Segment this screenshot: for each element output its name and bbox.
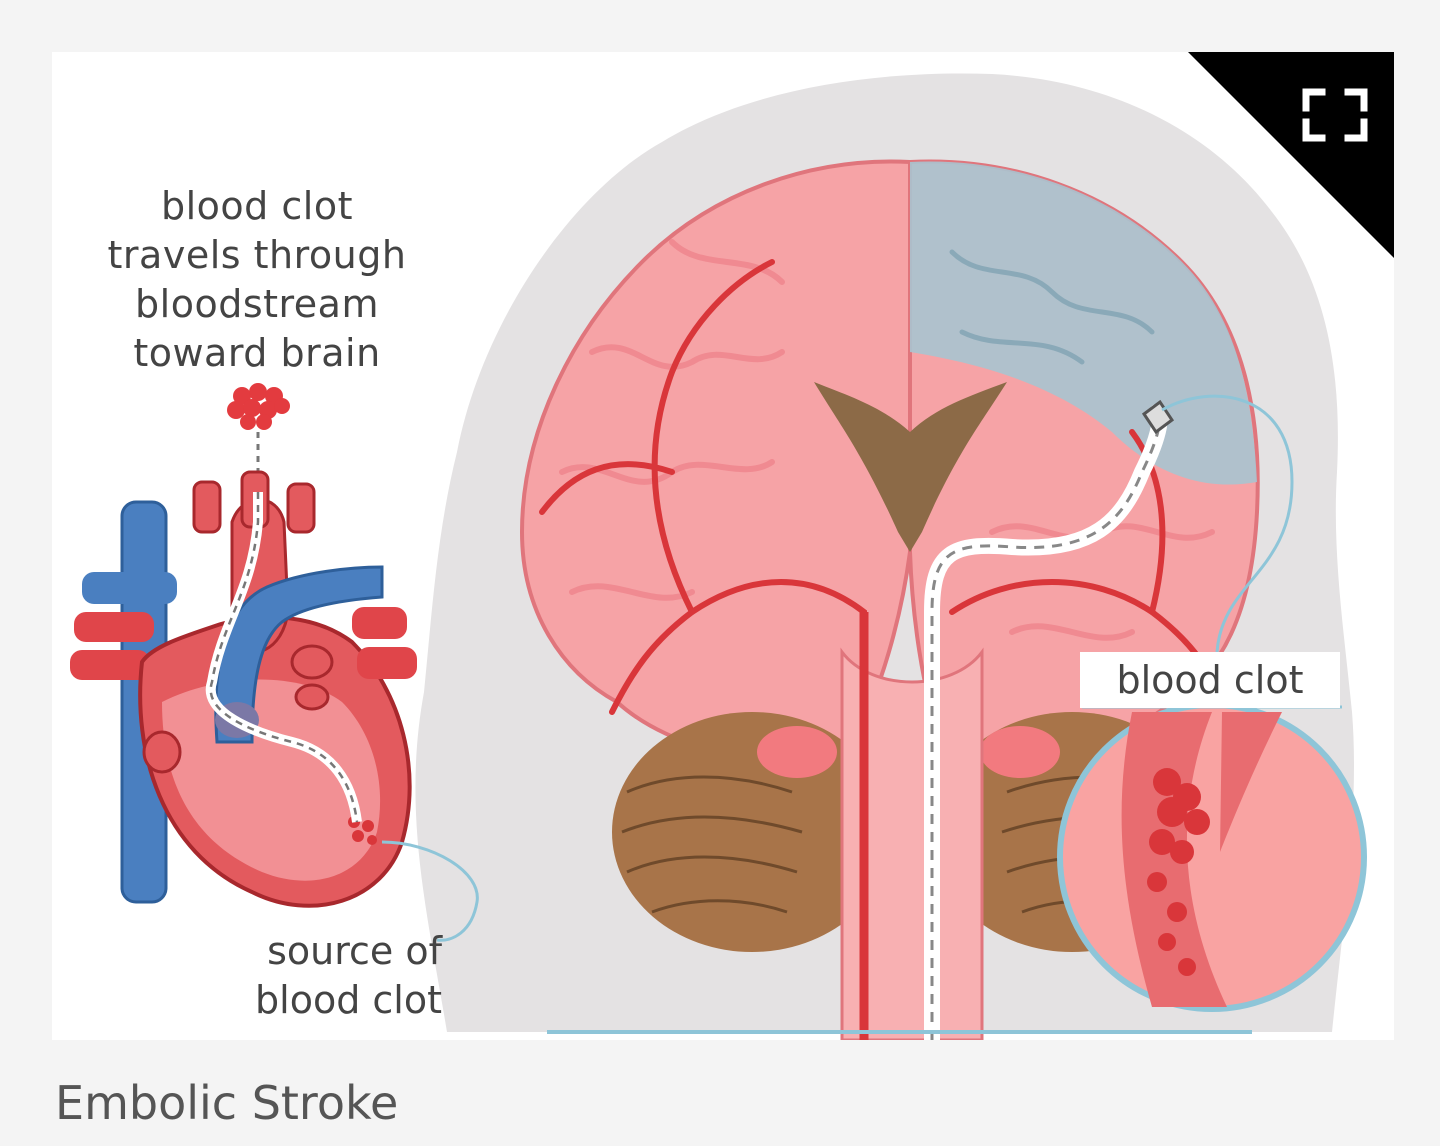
pulmonary-artery-right bbox=[352, 607, 407, 639]
ischemic-region bbox=[910, 161, 1257, 485]
leader-line-source bbox=[381, 840, 479, 942]
figure-card: blood clot travels through bloodstream t… bbox=[52, 52, 1394, 1040]
pulmonary-artery-left bbox=[82, 572, 177, 604]
heart bbox=[70, 470, 417, 908]
label-line: travels through bbox=[107, 233, 407, 277]
label-blood-clot: blood clot bbox=[1080, 652, 1340, 708]
clot-path-brain bbox=[924, 404, 1168, 1040]
pulmonary-vein-2 bbox=[70, 650, 150, 680]
expand-icon bbox=[1302, 88, 1368, 142]
label-line: blood clot bbox=[161, 184, 353, 228]
traveling-clot bbox=[227, 383, 290, 430]
label-line: bloodstream bbox=[135, 282, 379, 326]
label-clot-travels: blood clot travels through bloodstream t… bbox=[82, 182, 432, 378]
label-line: blood clot bbox=[255, 978, 442, 1022]
pulmonary-vein-1 bbox=[74, 612, 154, 642]
embolic-stroke-illustration bbox=[70, 73, 1367, 1040]
brain-arteries bbox=[539, 259, 1225, 1035]
temporal-lobe-left bbox=[757, 726, 837, 778]
inset-blood-cells bbox=[1147, 768, 1210, 976]
label-source-of-clot: source of blood clot bbox=[202, 927, 442, 1025]
inset-circle bbox=[1057, 702, 1367, 1012]
label-line: toward brain bbox=[133, 331, 381, 375]
leader-line-brain-clot bbox=[1161, 394, 1294, 653]
figure-caption: Embolic Stroke bbox=[55, 1076, 399, 1130]
temporal-lobe-right bbox=[980, 726, 1060, 778]
ischemic-gyri bbox=[949, 249, 1155, 365]
label-line: source of bbox=[267, 929, 442, 973]
ventricle bbox=[814, 382, 1007, 552]
fullscreen-button[interactable] bbox=[1188, 52, 1394, 258]
